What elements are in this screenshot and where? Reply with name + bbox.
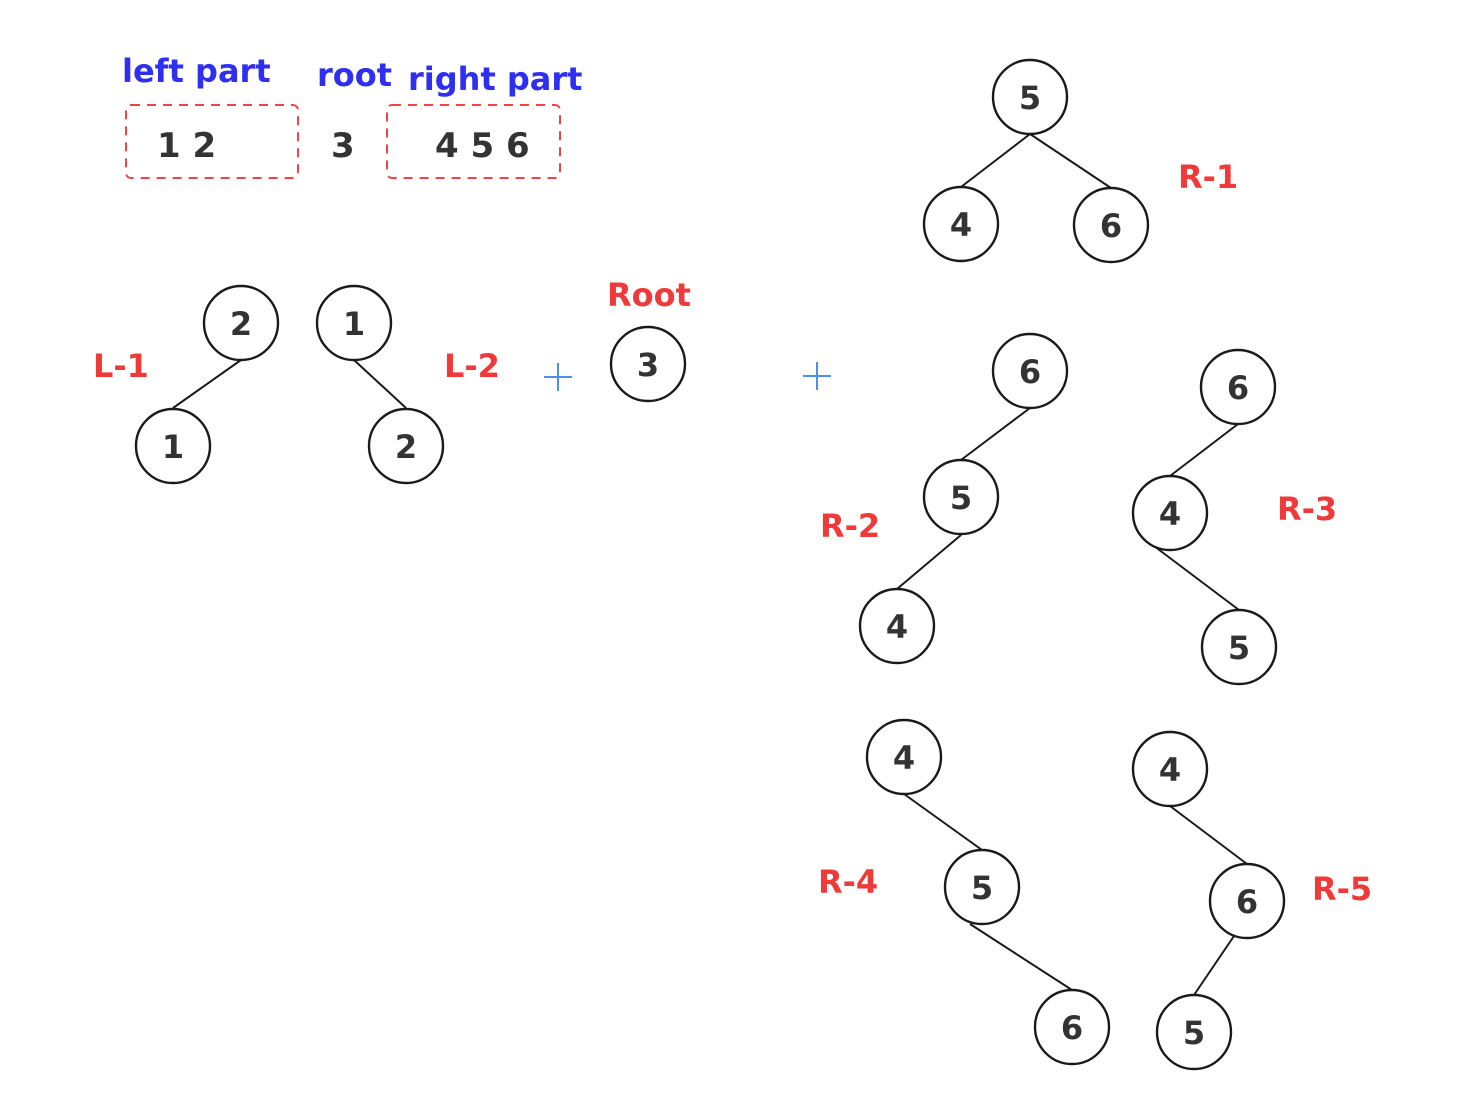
left-part-label: left part (122, 52, 271, 90)
tree-node: 6 (991, 332, 1069, 410)
root-label: root (317, 56, 392, 94)
tree-label-R1: R-1 (1178, 158, 1238, 196)
tree-node: 1 (134, 407, 212, 485)
left-part-box (125, 104, 299, 179)
plus-icon (544, 363, 572, 391)
tree-node: 5 (922, 458, 1000, 536)
right-part-label: right part (408, 60, 582, 98)
tree-node: 5 (991, 58, 1069, 136)
tree-node: 6 (1208, 862, 1286, 940)
svg-text:6: 6 (1019, 353, 1041, 391)
svg-text:5: 5 (1183, 1014, 1205, 1052)
left-part-values: 1 2 (157, 126, 216, 166)
tree-node: 6 (1033, 988, 1111, 1066)
tree-label-R4: R-4 (818, 863, 878, 901)
tree-label-R5: R-5 (1312, 870, 1372, 908)
svg-text:2: 2 (395, 428, 417, 466)
svg-text:4: 4 (893, 739, 915, 777)
svg-text:6: 6 (1061, 1009, 1083, 1047)
tree-node: 1 (315, 284, 393, 362)
tree-node: 6 (1072, 186, 1150, 264)
tree-label-R2: R-2 (820, 507, 880, 545)
tree-node: 4 (922, 185, 1000, 263)
svg-text:5: 5 (1228, 629, 1250, 667)
tree-node: 4 (858, 587, 936, 665)
svg-text:6: 6 (1100, 207, 1122, 245)
svg-text:5: 5 (1019, 79, 1041, 117)
svg-text:1: 1 (162, 428, 184, 466)
svg-text:3: 3 (637, 346, 659, 384)
svg-text:2: 2 (230, 305, 252, 343)
tree-node: 6 (1199, 348, 1277, 426)
tree-label-R3: R-3 (1277, 490, 1337, 528)
tree-node: 4 (1131, 474, 1209, 552)
svg-text:4: 4 (1159, 751, 1181, 789)
edges (172, 133, 1248, 996)
root-title: Root (607, 276, 691, 314)
svg-text:6: 6 (1227, 369, 1249, 407)
svg-text:4: 4 (950, 206, 972, 244)
svg-text:5: 5 (971, 869, 993, 907)
svg-text:4: 4 (886, 608, 908, 646)
svg-text:4: 4 (1159, 495, 1181, 533)
tree-node: 5 (1200, 608, 1278, 686)
tree-node: 4 (1131, 730, 1209, 808)
tree-node: 2 (202, 284, 280, 362)
svg-text:1: 1 (343, 305, 365, 343)
tree-node: 5 (1155, 993, 1233, 1071)
svg-text:6: 6 (1236, 883, 1258, 921)
root-node: 3 (609, 325, 687, 403)
svg-text:5: 5 (950, 479, 972, 517)
right-part-values: 4 5 6 (435, 126, 530, 166)
plus-icon (803, 362, 831, 390)
root-value: 3 (331, 126, 355, 166)
tree-node: 4 (865, 718, 943, 796)
tree-label-L1: L-1 (93, 347, 149, 385)
tree-node: 5 (943, 848, 1021, 926)
right-part-box (386, 104, 561, 179)
tree-label-L2: L-2 (444, 347, 500, 385)
tree-node: 2 (367, 407, 445, 485)
